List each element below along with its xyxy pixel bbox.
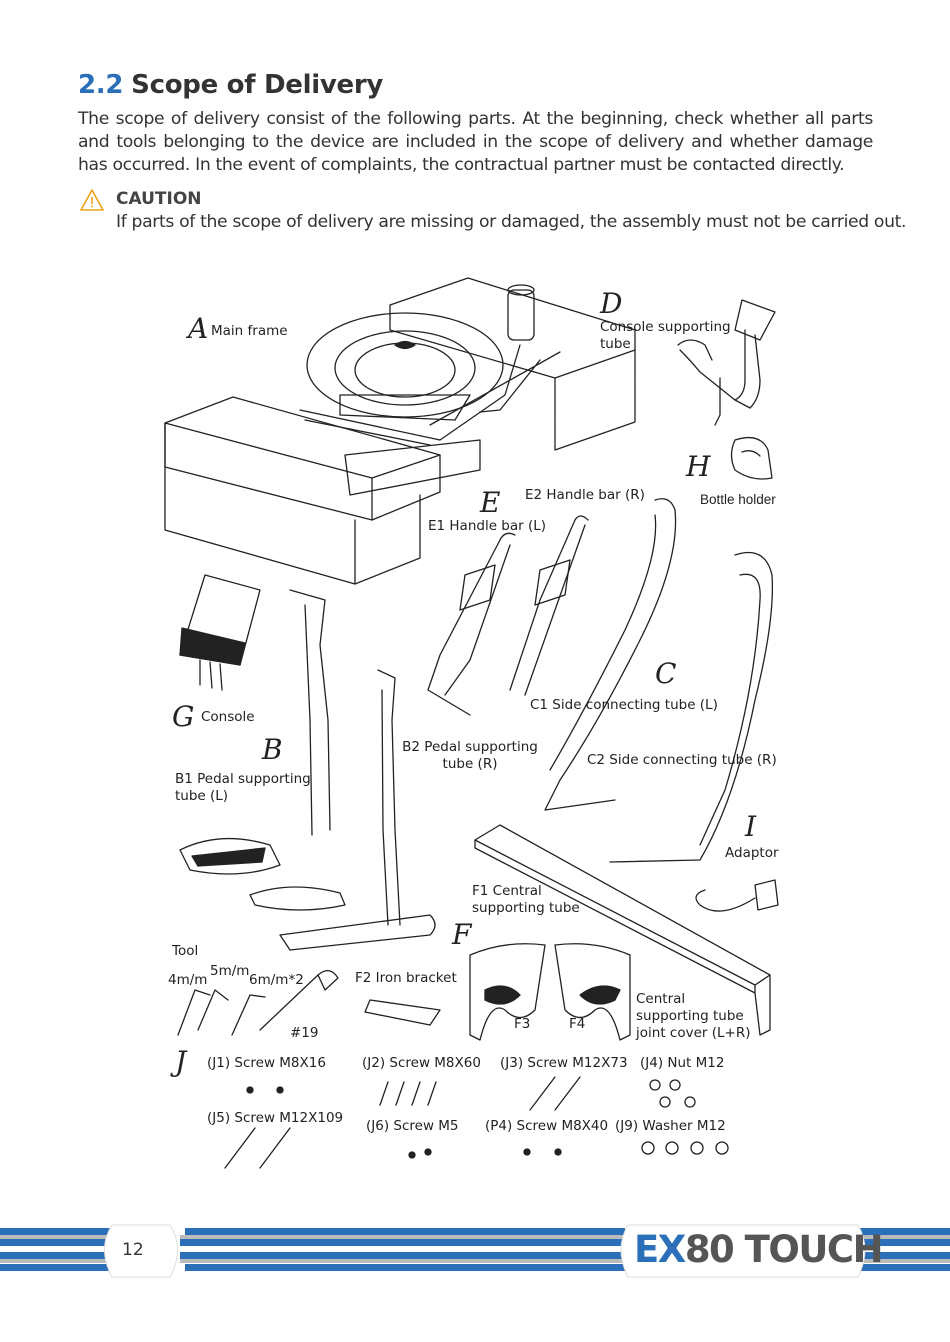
tool-19-label: #19 bbox=[290, 1025, 319, 1041]
f2-iron-bracket-label: F2 Iron bracket bbox=[355, 970, 457, 986]
e1-handle-bar-label: E1 Handle bar (L) bbox=[428, 518, 547, 534]
brand-rest: 80 TOUCH bbox=[684, 1228, 884, 1271]
part-f-letter: F bbox=[452, 918, 472, 951]
f1-central-tube-label: F1 Central supporting tube bbox=[472, 883, 580, 916]
b2-pedal-tube-label: B2 Pedal supporting tube (R) bbox=[402, 739, 538, 772]
iron-bracket-drawing bbox=[364, 999, 441, 1026]
side-connecting-tubes-drawing bbox=[544, 498, 774, 863]
b1-pedal-tube-label: B1 Pedal supporting tube (L) bbox=[175, 771, 311, 804]
tool-6mm-label: 6m/m*2 bbox=[249, 972, 304, 988]
brand-logo: EX80 TOUCH bbox=[634, 1228, 884, 1271]
console-drawing bbox=[179, 574, 261, 691]
part-b-letter: B bbox=[262, 733, 283, 766]
handle-bars-drawing bbox=[427, 515, 589, 716]
main-frame-label: Main frame bbox=[211, 323, 288, 339]
bottle-holder-label: Bottle holder bbox=[700, 492, 776, 507]
central-supporting-tube-drawing bbox=[474, 824, 771, 1036]
c1-side-tube-label: C1 Side connecting tube (L) bbox=[530, 697, 718, 713]
j3-label: (J3) Screw M12X73 bbox=[500, 1055, 628, 1071]
j4-label: (J4) Nut M12 bbox=[640, 1055, 725, 1071]
joint-cover-label: Central supporting tube joint cover (L+R… bbox=[636, 991, 751, 1041]
caution-text: If parts of the scope of delivery are mi… bbox=[116, 212, 907, 232]
j2-label: (J2) Screw M8X60 bbox=[362, 1055, 481, 1071]
tools-drawing bbox=[177, 970, 339, 1036]
bottle-holder-drawing bbox=[730, 436, 773, 480]
tool-5mm-label: 5m/m bbox=[210, 963, 250, 979]
j9-label: (J9) Washer M12 bbox=[615, 1118, 726, 1134]
joint-covers-drawing bbox=[469, 943, 631, 1041]
adaptor-drawing bbox=[695, 879, 779, 912]
part-a-letter: A bbox=[188, 312, 209, 345]
part-d-letter: D bbox=[600, 287, 623, 320]
part-g-letter: G bbox=[172, 700, 195, 733]
console-supporting-tube-drawing bbox=[677, 299, 776, 426]
part-j-letter: J bbox=[175, 1045, 187, 1078]
part-i-letter: I bbox=[745, 810, 757, 843]
f3-label: F3 bbox=[514, 1016, 531, 1032]
section-title: Scope of Delivery bbox=[131, 70, 383, 100]
intro-paragraph: The scope of delivery consist of the fol… bbox=[78, 109, 873, 175]
caution-title: CAUTION bbox=[116, 189, 202, 209]
pedal-tubes-drawing bbox=[179, 589, 436, 951]
section-number: 2.2 bbox=[78, 70, 124, 100]
p4-label: (P4) Screw M8X40 bbox=[485, 1118, 609, 1134]
footer-stripes bbox=[0, 1224, 950, 1278]
part-h-letter: H bbox=[686, 450, 711, 483]
j1-label: (J1) Screw M8X16 bbox=[207, 1055, 326, 1071]
j6-label: (J6) Screw M5 bbox=[366, 1118, 459, 1134]
tool-title: Tool bbox=[172, 943, 199, 959]
warning-icon bbox=[80, 189, 104, 211]
c2-side-tube-label: C2 Side connecting tube (R) bbox=[587, 752, 777, 768]
main-frame-drawing bbox=[299, 284, 561, 496]
tool-4mm-label: 4m/m bbox=[168, 972, 208, 988]
page-number: 12 bbox=[122, 1240, 144, 1260]
e2-handle-bar-label: E2 Handle bar (R) bbox=[525, 487, 645, 503]
packaging-boxes bbox=[164, 277, 636, 585]
j5-label: (J5) Screw M12X109 bbox=[207, 1110, 344, 1126]
console-label: Console bbox=[201, 709, 255, 725]
adaptor-label: Adaptor bbox=[725, 845, 779, 861]
console-supporting-tube-label: Console supporting tube bbox=[600, 319, 731, 352]
brand-ex: EX bbox=[634, 1228, 686, 1271]
part-c-letter: C bbox=[655, 657, 677, 690]
screws-drawing bbox=[224, 1076, 729, 1169]
f4-label: F4 bbox=[569, 1016, 586, 1032]
part-e-letter: E bbox=[480, 486, 501, 519]
